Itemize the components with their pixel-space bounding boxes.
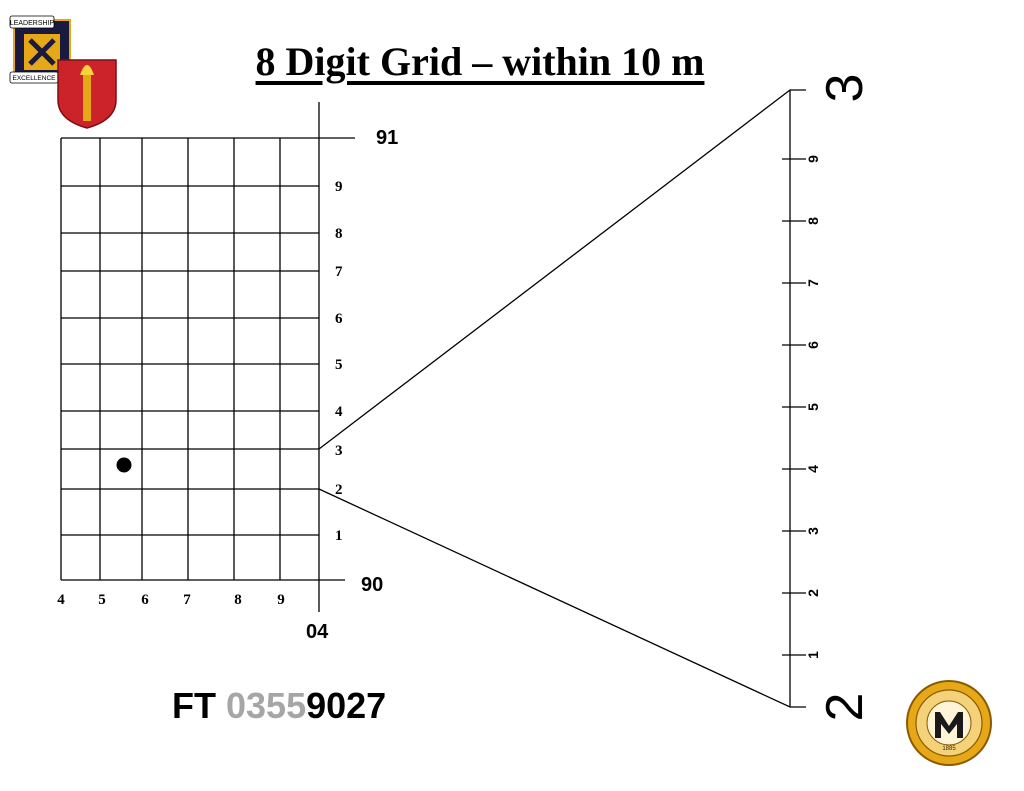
grid-coordinate: FT 03559027 — [172, 685, 386, 727]
scale-label: 4 — [805, 465, 821, 473]
scale-label: 1 — [805, 651, 821, 659]
easting-label: 04 — [306, 621, 329, 643]
scale-label: 3 — [805, 527, 821, 535]
row-label: 6 — [335, 311, 343, 327]
row-labels: 9 8 7 6 5 4 3 2 1 — [335, 179, 343, 544]
scale-label: 8 — [805, 217, 821, 225]
col-label: 7 — [183, 592, 191, 608]
bottom-grid-label: 90 — [361, 574, 383, 596]
row-label: 2 — [335, 482, 343, 498]
col-label: 4 — [57, 592, 65, 608]
row-label: 9 — [335, 179, 343, 195]
banner-top-text: LEADERSHIP — [10, 20, 55, 27]
col-labels: 4 5 6 7 8 9 — [57, 592, 285, 608]
banner-top — [9, 15, 55, 29]
scale-label: 9 — [805, 155, 821, 163]
expansion-line-bottom — [318, 488, 806, 708]
row-label: 7 — [335, 264, 343, 280]
coord-gray-part: 0355 — [226, 685, 307, 726]
seal-year: 1885 — [942, 746, 956, 752]
seal-center — [926, 700, 972, 746]
banner-bottom-text: EXCELLENCE — [13, 75, 57, 82]
torch-flame-icon — [80, 65, 94, 75]
col-label: 5 — [98, 592, 106, 608]
scale-labels: 9 8 7 6 5 4 3 2 1 — [805, 155, 821, 659]
row-label: 1 — [335, 528, 343, 544]
location-point — [116, 457, 132, 473]
coord-dark-part: 9027 — [306, 685, 387, 726]
coord-prefix: FT — [172, 685, 216, 726]
leadership-shield-logo: LEADERSHIP EXCELLENCE — [9, 15, 117, 129]
scale-top-label: 3 — [816, 74, 874, 103]
scale-label: 6 — [805, 341, 821, 349]
scale-label: 5 — [805, 403, 821, 411]
page-title: 8 Digit Grid – within 10 m — [255, 39, 705, 84]
row-label: 8 — [335, 226, 343, 242]
seal-m-icon — [935, 712, 963, 738]
scale-bottom-label: 2 — [816, 693, 874, 722]
scale-ruler — [782, 90, 806, 707]
grid-lines — [60, 102, 355, 612]
top-grid-label: 91 — [376, 127, 398, 149]
expansion-lines — [318, 89, 806, 708]
row-label: 5 — [335, 357, 343, 373]
col-label: 6 — [141, 592, 149, 608]
row-label: 4 — [335, 404, 343, 420]
scale-label: 2 — [805, 589, 821, 597]
torch-icon — [83, 75, 91, 121]
col-label: 9 — [277, 592, 285, 608]
crossed-swords-icon — [28, 38, 56, 66]
scale-label: 7 — [805, 279, 821, 287]
row-label: 3 — [335, 443, 343, 459]
col-label: 8 — [234, 592, 242, 608]
university-seal-logo: 1885 — [906, 680, 992, 766]
